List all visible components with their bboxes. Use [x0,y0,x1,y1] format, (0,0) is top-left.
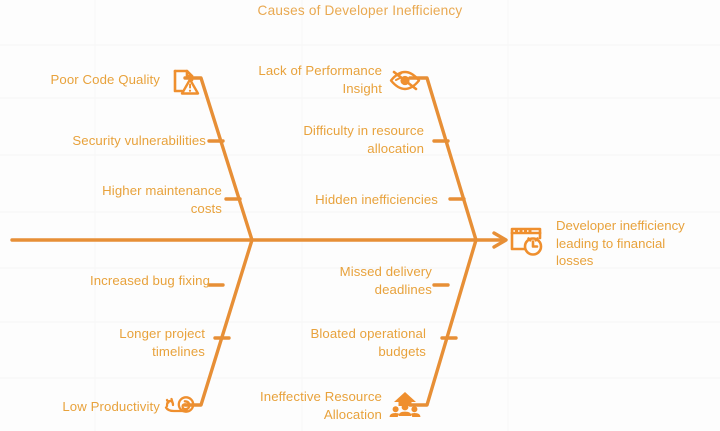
calendar-clock-icon [510,227,543,256]
file-warning-icon [173,69,200,95]
cause-label-bloated-operational-budgets: Bloated operational budgets [310,326,426,359]
branch-head-label-poor-code-quality: Poor Code Quality [50,72,160,87]
branch-head-label-ineffective-resource-allocation: Ineffective Resource Allocation [260,389,382,422]
cause-label-missed-delivery-deadlines: Missed delivery deadlines [339,264,432,297]
branch-lower-right [408,238,478,407]
spine-arrowhead [492,231,508,249]
cause-label-security-vulnerabilities: Security vulnerabilities [72,133,206,148]
snail-icon [164,396,195,413]
cause-label-difficulty-in-resource-allocation: Difficulty in resource allocation [303,123,424,156]
cause-label-higher-maintenance-costs: Higher maintenance costs [102,183,222,216]
cause-label-hidden-inefficiencies: Hidden inefficiencies [315,192,438,207]
people-group-icon [389,392,421,417]
branch-upper-left [183,76,254,242]
effect-label: Developer inefficiency leading to financ… [556,218,685,268]
cause-label-longer-project-timelines: Longer project timelines [119,326,205,359]
branch-head-label-lack-of-performance-insight: Lack of Performance Insight [258,63,382,96]
branch-lower-left [183,238,254,407]
cause-label-increased-bug-fixing: Increased bug fixing [89,273,210,288]
eye-slash-icon [389,70,421,91]
branch-upper-right [408,76,478,242]
page-title: Causes of Developer Inefficiency [257,3,463,18]
branch-head-label-low-productivity: Low Productivity [62,399,160,414]
